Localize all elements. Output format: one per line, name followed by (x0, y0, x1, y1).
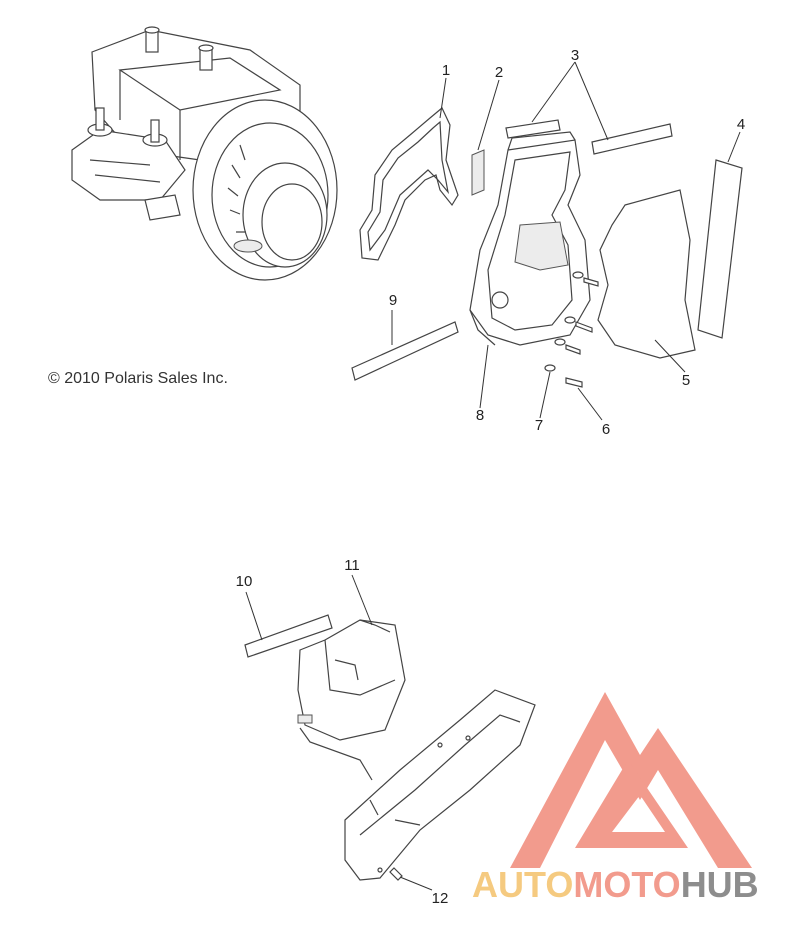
part-12-bracket (299, 689, 536, 881)
part-9-bar (351, 321, 459, 381)
callout-3: 3 (571, 47, 579, 64)
logo-inner-icon (575, 760, 688, 848)
callout-labels: 1 2 3 4 5 6 7 8 9 10 11 12 (236, 47, 746, 907)
callout-4: 4 (737, 116, 745, 133)
callout-11: 11 (344, 557, 360, 574)
watermark-logo: AUTOMOTOHUB (472, 692, 759, 905)
fasteners (544, 271, 599, 388)
brand-hub: HUB (681, 864, 759, 905)
callout-12: 12 (432, 890, 449, 907)
callout-10: 10 (236, 573, 253, 590)
callout-8: 8 (476, 407, 484, 424)
brand-moto: MOTO (573, 864, 680, 905)
callout-9: 9 (389, 292, 397, 309)
part-1-gasket (359, 107, 459, 261)
callout-2: 2 (495, 64, 503, 81)
leader-lines (245, 61, 741, 891)
callout-5: 5 (682, 372, 690, 389)
part-10-bar (244, 614, 333, 658)
engine-drawing (71, 26, 338, 281)
part-5-cover (597, 189, 696, 359)
brand-auto: AUTO (472, 864, 573, 905)
watermark-brand: AUTOMOTOHUB (472, 864, 759, 905)
callout-1: 1 (442, 62, 450, 79)
part-2-pad (471, 149, 485, 196)
part-3-strip-a (505, 119, 561, 139)
callout-6: 6 (602, 421, 610, 438)
part-3-strip-b (591, 123, 673, 155)
part-8-duct (469, 131, 591, 346)
callout-7: 7 (535, 417, 543, 434)
copyright-text: © 2010 Polaris Sales Inc. (48, 370, 228, 387)
part-11-box (297, 619, 406, 741)
part-4-plate (697, 159, 743, 339)
